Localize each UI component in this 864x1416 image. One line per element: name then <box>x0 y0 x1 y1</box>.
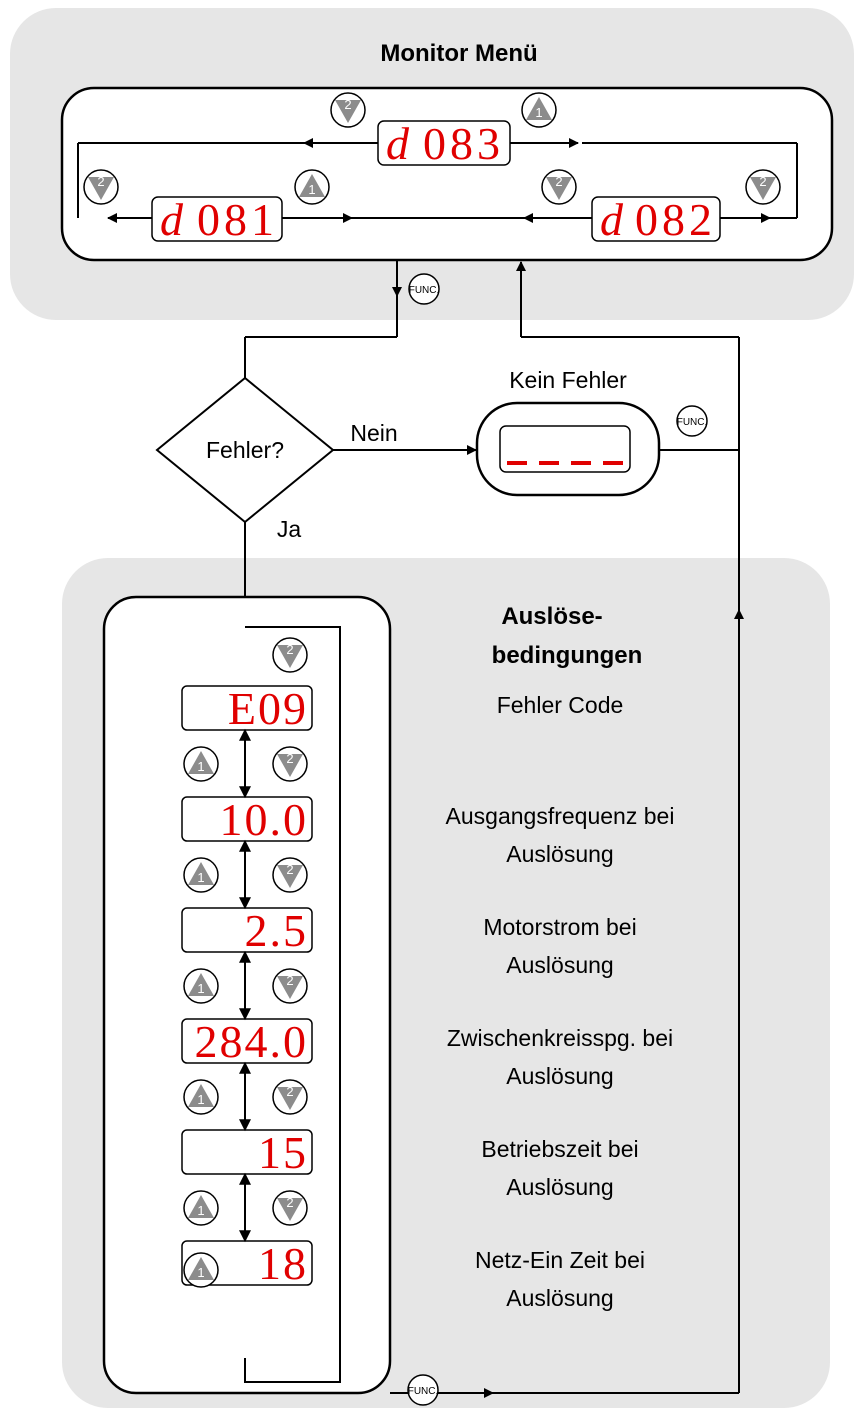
down-button-icon[interactable]: 2 <box>83 169 119 205</box>
trip-display-value: 15 <box>258 1127 308 1178</box>
up-button-icon[interactable]: 1 <box>183 857 219 893</box>
decision-diamond <box>155 376 335 524</box>
display-prefix: d <box>386 118 410 169</box>
svg-text:1: 1 <box>197 1265 204 1280</box>
svg-text:1: 1 <box>308 182 315 197</box>
trip-title-line1: Auslöse- <box>501 603 602 630</box>
monitor-loop-arrows <box>77 138 798 223</box>
trip-steps: 1 2 1 2 1 2 1 2 1 2 <box>183 728 308 1243</box>
down-button-icon[interactable]: 2 <box>272 746 308 782</box>
display-code: 082 <box>635 194 716 245</box>
trip-display-value: 18 <box>258 1238 308 1289</box>
svg-text:2: 2 <box>286 1084 293 1099</box>
trip-display-value: E09 <box>228 683 308 734</box>
trip-display: 15 <box>181 1127 313 1178</box>
down-button-icon[interactable]: 2 <box>272 857 308 893</box>
func-button-icon[interactable]: FUNC. <box>408 273 440 305</box>
down-button-icon[interactable]: 2 <box>541 169 577 205</box>
yes-label: Ja <box>277 516 302 542</box>
up-button-icon[interactable]: 1 <box>521 92 557 128</box>
up-button-icon[interactable]: 1 <box>183 1079 219 1115</box>
trip-description-line1: Zwischenkreisspg. bei <box>447 1025 673 1051</box>
no-error-title: Kein Fehler <box>509 367 627 393</box>
svg-text:2: 2 <box>286 862 293 877</box>
down-button-icon[interactable]: 2 <box>272 637 308 673</box>
trip-display-value: 10.0 <box>220 794 309 845</box>
svg-text:1: 1 <box>197 870 204 885</box>
display-d083: d 083 <box>377 118 511 169</box>
down-button-icon[interactable]: 2 <box>272 1190 308 1226</box>
svg-text:1: 1 <box>197 981 204 996</box>
trip-display: 284.0 <box>181 1016 313 1067</box>
display-prefix: d <box>160 194 184 245</box>
no-error-display: ---- <box>475 401 661 497</box>
trip-display: E09 <box>181 683 313 734</box>
trip-display: 10.0 <box>181 794 313 845</box>
svg-text:2: 2 <box>286 642 293 657</box>
svg-text:2: 2 <box>286 1195 293 1210</box>
up-button-icon[interactable]: 1 <box>294 169 330 205</box>
trip-title-line2: bedingungen <box>492 642 643 669</box>
display-code: 083 <box>423 118 504 169</box>
func-button-icon[interactable]: FUNC. <box>676 405 708 437</box>
trip-description: Fehler Code <box>497 692 624 718</box>
trip-display-value: 2.5 <box>245 905 309 956</box>
trip-description-line2: Auslösung <box>506 1063 613 1089</box>
svg-text:2: 2 <box>286 751 293 766</box>
up-button-icon[interactable]: 1 <box>183 968 219 1004</box>
display-prefix: d <box>600 194 624 245</box>
display-d082: d 082 <box>591 194 721 245</box>
trip-description-line1: Fehler Code <box>497 692 624 718</box>
trip-description-line2: Auslösung <box>506 841 613 867</box>
flow-lines <box>240 260 744 1398</box>
trip-display: 2.5 <box>181 905 313 956</box>
decision-label: Fehler? <box>206 437 284 463</box>
svg-text:2: 2 <box>344 97 351 112</box>
up-button-icon[interactable]: 1 <box>183 746 219 782</box>
down-button-icon[interactable]: 2 <box>272 968 308 1004</box>
display-d081: d 081 <box>151 194 283 245</box>
monitor-menu-title: Monitor Menü <box>380 40 537 67</box>
svg-text:1: 1 <box>535 105 542 120</box>
func-button-icon[interactable]: FUNC. <box>407 1374 439 1406</box>
up-button-icon[interactable]: 1 <box>183 1252 219 1288</box>
svg-text:FUNC.: FUNC. <box>408 1386 439 1397</box>
trip-description-line2: Auslösung <box>506 952 613 978</box>
svg-text:1: 1 <box>197 1203 204 1218</box>
up-button-icon[interactable]: 1 <box>183 1190 219 1226</box>
trip-description-line1: Motorstrom bei <box>483 914 636 940</box>
svg-text:2: 2 <box>286 973 293 988</box>
svg-text:2: 2 <box>97 174 104 189</box>
svg-text:2: 2 <box>555 174 562 189</box>
trip-description-line2: Auslösung <box>506 1174 613 1200</box>
trip-description-line2: Auslösung <box>506 1285 613 1311</box>
no-label: Nein <box>350 420 397 446</box>
svg-text:2: 2 <box>759 174 766 189</box>
down-button-icon[interactable]: 2 <box>330 92 366 128</box>
trip-display-value: 284.0 <box>195 1016 309 1067</box>
svg-text:1: 1 <box>197 1092 204 1107</box>
trip-description-line1: Ausgangsfrequenz bei <box>446 803 675 829</box>
svg-text:1: 1 <box>197 759 204 774</box>
trip-description-line1: Betriebszeit bei <box>481 1136 638 1162</box>
svg-text:FUNC.: FUNC. <box>677 417 708 428</box>
down-button-icon[interactable]: 2 <box>745 169 781 205</box>
trip-description-line1: Netz-Ein Zeit bei <box>475 1247 645 1273</box>
svg-text:FUNC.: FUNC. <box>409 285 440 296</box>
display-code: 081 <box>197 194 278 245</box>
down-button-icon[interactable]: 2 <box>272 1079 308 1115</box>
